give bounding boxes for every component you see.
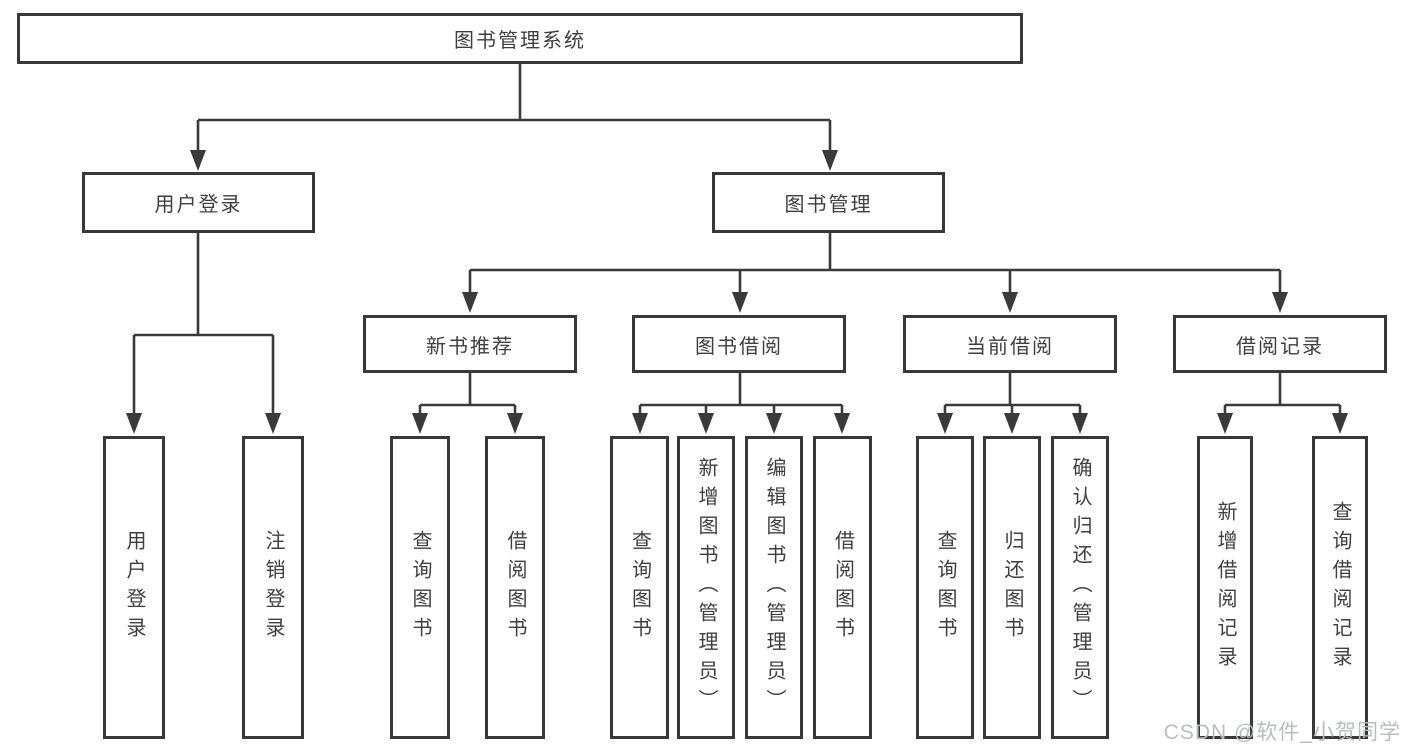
node-root: 图书管理系统 (17, 13, 1023, 64)
node-book-management-label: 图书管理 (784, 194, 873, 216)
leaf-nb-borrow-books-label: 借阅图书 (504, 529, 526, 646)
leaf-user-login: 用户登录 (103, 436, 165, 739)
node-book-borrow-label: 图书借阅 (695, 335, 783, 358)
leaf-nb-query-books-label: 查询图书 (409, 529, 431, 646)
node-book-borrow: 图书借阅 (632, 315, 846, 373)
node-current-borrow-label: 当前借阅 (966, 335, 1054, 358)
leaf-cb-return-books-label: 归还图书 (1001, 529, 1023, 646)
leaf-bb-edit-book-admin: 编辑图书（管理员） (745, 436, 803, 739)
leaf-nb-borrow-books: 借阅图书 (485, 436, 545, 739)
leaf-br-add-record-label: 新增借阅记录 (1214, 500, 1236, 675)
csdn-watermark: CSDN @软件_小贺同学 (1163, 721, 1401, 744)
leaf-bb-query-books: 查询图书 (610, 436, 669, 739)
leaf-br-add-record: 新增借阅记录 (1197, 436, 1253, 739)
node-book-management: 图书管理 (712, 172, 945, 233)
leaf-nb-query-books: 查询图书 (390, 436, 450, 739)
arrowheads (126, 150, 1348, 434)
leaf-cb-query-books-label: 查询图书 (934, 529, 956, 646)
leaf-cb-confirm-return-admin-label: 确认归还（管理员） (1069, 457, 1091, 718)
node-current-borrow: 当前借阅 (903, 315, 1117, 373)
leaf-bb-borrow-books: 借阅图书 (813, 436, 872, 739)
leaf-cb-query-books: 查询图书 (916, 436, 974, 739)
leaf-bb-borrow-books-label: 借阅图书 (831, 529, 854, 646)
leaf-br-query-record: 查询借阅记录 (1312, 436, 1368, 739)
node-user-login: 用户登录 (82, 172, 315, 233)
leaf-logout-label: 注销登录 (262, 529, 284, 646)
node-new-book-recommend-label: 新书推荐 (426, 335, 514, 358)
leaf-logout: 注销登录 (242, 436, 304, 739)
leaf-bb-query-books-label: 查询图书 (628, 529, 651, 646)
leaf-br-query-record-label: 查询借阅记录 (1329, 500, 1351, 675)
node-root-label: 图书管理系统 (454, 30, 586, 52)
node-user-login-label: 用户登录 (154, 194, 243, 216)
node-borrow-records-label: 借阅记录 (1236, 335, 1324, 358)
leaf-bb-edit-book-admin-label: 编辑图书（管理员） (763, 457, 785, 718)
leaf-bb-add-book-admin: 新增图书（管理员） (677, 436, 735, 739)
node-new-book-recommend: 新书推荐 (363, 315, 577, 373)
leaf-bb-add-book-admin-label: 新增图书（管理员） (695, 457, 717, 718)
leaf-user-login-label: 用户登录 (123, 529, 145, 646)
node-borrow-records: 借阅记录 (1173, 315, 1387, 373)
leaf-cb-return-books: 归还图书 (983, 436, 1041, 739)
leaf-cb-confirm-return-admin: 确认归还（管理员） (1051, 436, 1109, 739)
